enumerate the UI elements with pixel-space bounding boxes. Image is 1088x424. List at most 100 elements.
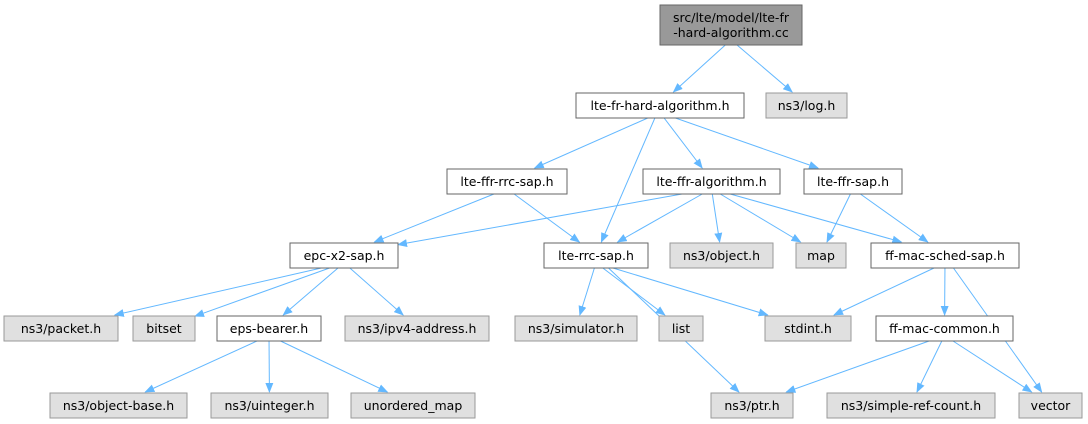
edge-lte-ffr-algorithm-to-ff-mac-sched-sap <box>730 193 903 244</box>
node-ns3-simulator: ns3/simulator.h <box>514 315 638 342</box>
node-box <box>132 315 196 342</box>
node-box <box>216 315 322 342</box>
node-box <box>446 168 568 195</box>
edge-lte-ffr-algorithm-to-map <box>720 193 802 243</box>
node-stdint: stdint.h <box>764 315 852 342</box>
node-box <box>803 168 903 195</box>
edge-lte-fr-hard-h-to-lte-rrc-sap <box>600 117 656 243</box>
edge-ff-mac-common-to-vector <box>952 340 1033 393</box>
node-label: src/lte/model/lte-fr <box>673 10 790 25</box>
node-box <box>658 315 704 342</box>
node-epc-x2-sap[interactable]: epc-x2-sap.h <box>289 242 399 269</box>
node-label: ns3/ptr.h <box>724 398 779 413</box>
edge-lte-ffr-algorithm-to-epc-x2-sap <box>397 193 683 248</box>
node-ff-mac-sched-sap[interactable]: ff-mac-sched-sap.h <box>870 242 1020 269</box>
edge-epc-x2-sap-to-ns3-packet <box>113 267 322 317</box>
node-label: -hard-algorithm.cc <box>673 25 789 40</box>
node-ns3-uinteger: ns3/uinteger.h <box>210 392 329 419</box>
node-label: ns3/ipv4-address.h <box>358 321 477 336</box>
edge-lte-ffr-sap-to-ff-mac-sched-sap <box>860 193 929 243</box>
node-label: lte-fr-hard-algorithm.h <box>591 98 730 113</box>
node-label: lte-ffr-sap.h <box>817 174 889 189</box>
node-label: ff-mac-sched-sap.h <box>885 248 1005 263</box>
node-lte-rrc-sap[interactable]: lte-rrc-sap.h <box>543 242 649 269</box>
node-label: vector <box>1031 398 1072 413</box>
node-list: list <box>658 315 704 342</box>
node-bitset: bitset <box>132 315 196 342</box>
node-box <box>289 242 399 269</box>
node-box <box>543 242 649 269</box>
node-label: ns3/object.h <box>683 248 760 263</box>
node-label: ns3/log.h <box>778 98 836 113</box>
node-box <box>826 392 996 419</box>
node-box <box>3 315 119 342</box>
nodes-layer: src/lte/model/lte-fr-hard-algorithm.cc lt… <box>3 4 1083 419</box>
node-box <box>764 315 852 342</box>
node-box <box>642 168 781 195</box>
node-lte-ffr-algorithm[interactable]: lte-ffr-algorithm.h <box>642 168 781 195</box>
node-ns3-ptr: ns3/ptr.h <box>710 392 794 419</box>
node-box <box>350 392 476 419</box>
node-box <box>514 315 638 342</box>
node-label: ff-mac-common.h <box>889 321 1000 336</box>
node-label: unordered_map <box>364 398 463 413</box>
node-box <box>765 92 848 119</box>
node-label: ns3/simple-ref-count.h <box>841 398 981 413</box>
node-label: eps-bearer.h <box>230 321 308 336</box>
node-lte-fr-hard-h[interactable]: lte-fr-hard-algorithm.h <box>575 92 745 119</box>
node-ns3-object: ns3/object.h <box>669 242 774 269</box>
node-label: epc-x2-sap.h <box>304 248 385 263</box>
node-label: bitset <box>146 321 182 336</box>
node-ns3-log: ns3/log.h <box>765 92 848 119</box>
node-box <box>49 392 188 419</box>
edge-ff-mac-common-to-ns3-ptr <box>785 340 930 393</box>
node-ns3-ipv4-address: ns3/ipv4-address.h <box>344 315 490 342</box>
edges-layer <box>113 44 1043 393</box>
edge-lte-rrc-sap-to-ns3-simulator <box>578 267 595 316</box>
node-box <box>210 392 329 419</box>
node-label: map <box>807 248 835 263</box>
node-label: ns3/object-base.h <box>63 398 174 413</box>
node-ff-mac-common[interactable]: ff-mac-common.h <box>875 315 1014 342</box>
node-box <box>795 242 847 269</box>
node-ns3-packet: ns3/packet.h <box>3 315 119 342</box>
edge-lte-ffr-algorithm-to-lte-rrc-sap <box>616 193 703 243</box>
node-unordered-map: unordered_map <box>350 392 476 419</box>
node-label: lte-ffr-algorithm.h <box>656 174 766 189</box>
node-lte-ffr-sap[interactable]: lte-ffr-sap.h <box>803 168 903 195</box>
edge-epc-x2-sap-to-eps-bearer <box>282 267 339 316</box>
node-box <box>710 392 794 419</box>
edge-eps-bearer-to-ns3-object-base <box>144 340 258 393</box>
edge-lte-ffr-rrc-sap-to-epc-x2-sap <box>373 193 495 243</box>
node-label: ns3/uinteger.h <box>224 398 314 413</box>
edge-ff-mac-sched-sap-to-stdint <box>833 267 935 316</box>
edge-epc-x2-sap-to-bitset <box>194 267 330 317</box>
node-label: list <box>672 321 690 336</box>
edge-lte-ffr-algorithm-to-ns3-object <box>711 193 723 243</box>
node-box <box>669 242 774 269</box>
node-label: ns3/simulator.h <box>528 321 624 336</box>
edge-lte-ffr-sap-to-map <box>826 193 851 243</box>
node-eps-bearer[interactable]: eps-bearer.h <box>216 315 322 342</box>
node-lte-ffr-rrc-sap[interactable]: lte-ffr-rrc-sap.h <box>446 168 568 195</box>
node-vector: vector <box>1018 392 1083 419</box>
edge-ff-mac-common-to-ns3-simple-ref-count <box>916 340 943 393</box>
edge-eps-bearer-to-unordered-map <box>280 340 389 393</box>
node-map: map <box>795 242 847 269</box>
node-box <box>659 4 803 46</box>
edge-root-to-lte-fr-hard-h <box>672 44 726 93</box>
node-label: stdint.h <box>784 321 832 336</box>
edge-root-to-ns3-log <box>736 44 793 93</box>
node-box <box>344 315 490 342</box>
node-box <box>575 92 745 119</box>
node-root[interactable]: src/lte/model/lte-fr-hard-algorithm.cc <box>659 4 803 46</box>
node-label: lte-rrc-sap.h <box>558 248 634 263</box>
node-box <box>875 315 1014 342</box>
edge-lte-fr-hard-h-to-lte-ffr-rrc-sap <box>533 117 648 169</box>
edge-lte-fr-hard-h-to-lte-ffr-sap <box>675 117 819 169</box>
node-ns3-object-base: ns3/object-base.h <box>49 392 188 419</box>
edge-epc-x2-sap-to-ns3-ipv4-address <box>349 267 404 316</box>
node-box <box>870 242 1020 269</box>
node-label: ns3/packet.h <box>21 321 101 336</box>
